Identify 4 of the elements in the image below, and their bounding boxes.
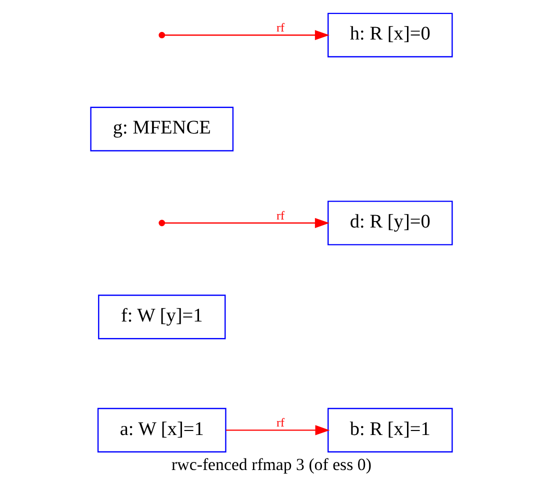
edge-label: rf — [276, 208, 284, 222]
edge-label: rf — [276, 20, 284, 34]
edge-label: rf — [276, 416, 284, 430]
caption: rwc-fenced rfmap 3 (of ess 0) — [171, 455, 371, 474]
